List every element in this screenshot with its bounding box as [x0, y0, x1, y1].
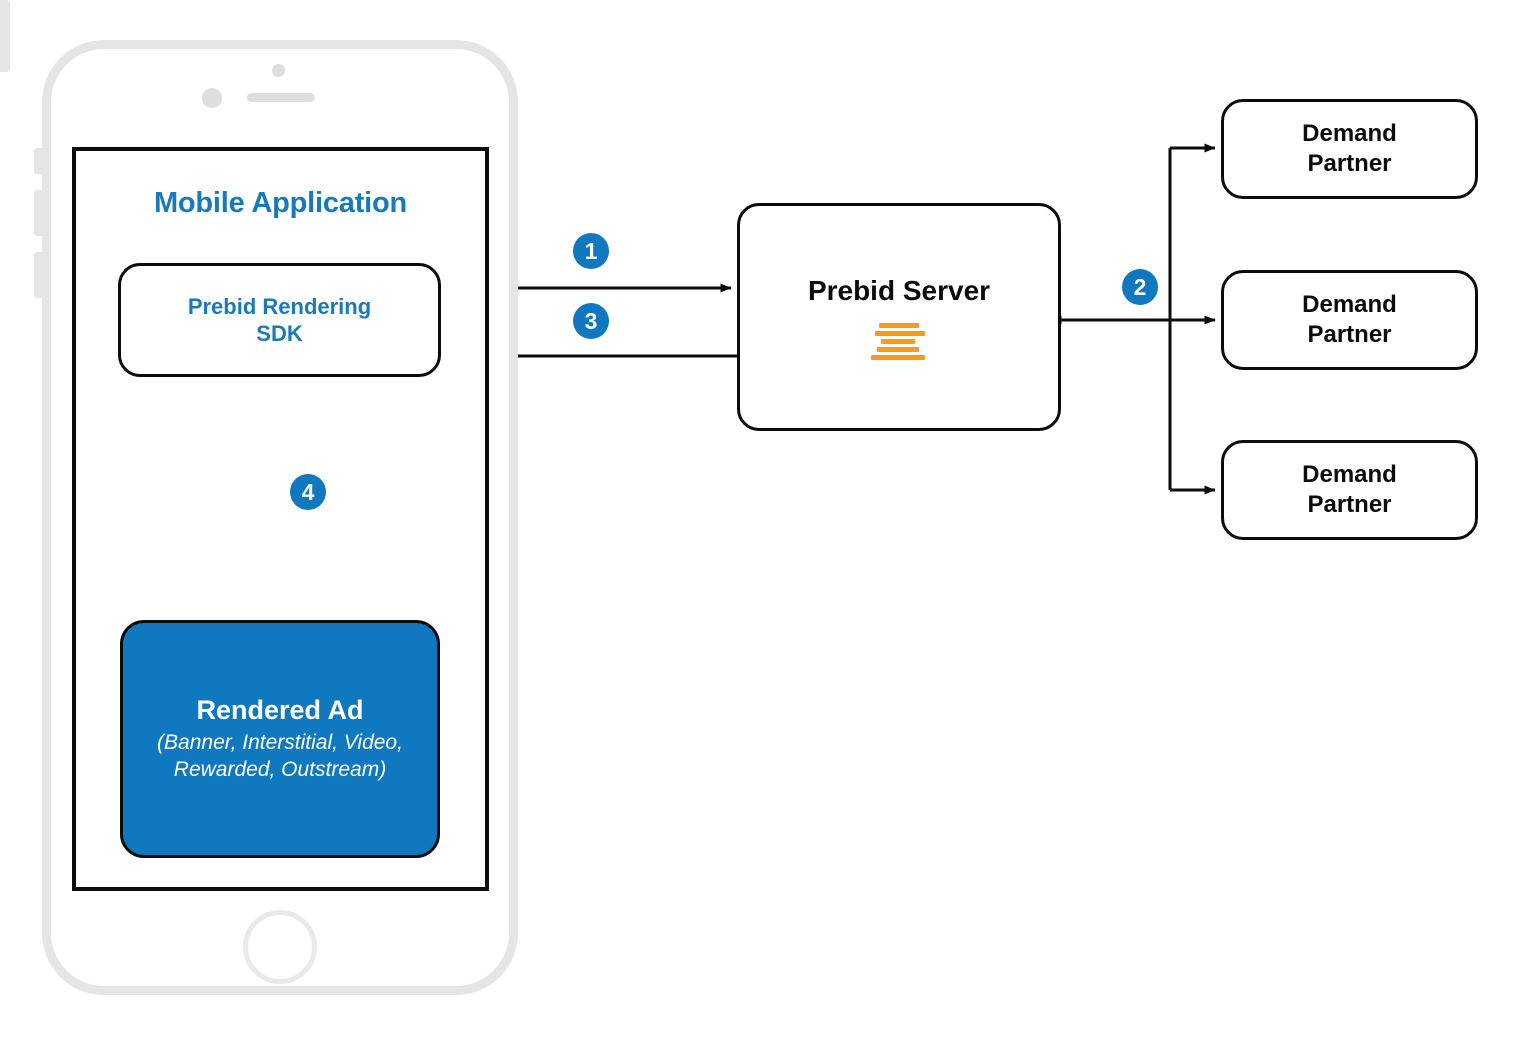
prebid-logo-bar-4	[877, 346, 919, 352]
demand-partner-node-1[interactable]: Demand Partner	[1221, 99, 1478, 199]
sdk-label-line-2: SDK	[256, 321, 303, 346]
demand-partner-1-line-2: Partner	[1307, 150, 1392, 177]
prebid-logo-bar-1	[879, 322, 919, 328]
proximity-sensor-icon	[272, 64, 285, 77]
mobile-application-title: Mobile Application	[153, 187, 408, 219]
prebid-logo-bar-2	[875, 330, 925, 336]
demand-partner-3-line-2: Partner	[1307, 491, 1392, 518]
prebid-logo-icon	[871, 322, 927, 360]
rendered-ad-title: Rendered Ad	[196, 695, 364, 726]
step-badge-4: 4	[290, 474, 326, 510]
prebid-server-node[interactable]: Prebid Server	[737, 203, 1061, 431]
prebid-rendering-sdk-node[interactable]: Prebid Rendering SDK	[118, 263, 441, 377]
front-camera-icon	[202, 88, 222, 108]
step-badge-2: 2	[1122, 269, 1158, 305]
demand-partner-1-line-1: Demand	[1302, 120, 1397, 148]
arrow-step-2	[1050, 143, 1216, 495]
phone-power-button[interactable]	[0, 0, 10, 72]
phone-volume-up-button[interactable]	[34, 190, 44, 236]
demand-partner-2-line-1: Demand	[1302, 291, 1397, 319]
prebid-server-label: Prebid Server	[807, 274, 991, 306]
demand-partner-2-line-2: Partner	[1307, 321, 1392, 348]
phone-mute-switch[interactable]	[34, 148, 44, 174]
prebid-logo-bar-3	[881, 338, 915, 344]
home-button-icon[interactable]	[243, 910, 317, 984]
rendered-ad-node[interactable]: Rendered Ad (Banner, Interstitial, Video…	[120, 620, 440, 858]
rendered-ad-subtitle-line-2: Rewarded, Outstream)	[173, 757, 387, 781]
sdk-label-line-1: Prebid Rendering	[187, 293, 372, 319]
prebid-logo-bar-5	[871, 354, 925, 360]
step-badge-3: 3	[573, 303, 609, 339]
rendered-ad-subtitle-line-1: (Banner, Interstitial, Video,	[157, 731, 403, 755]
demand-partner-node-3[interactable]: Demand Partner	[1221, 440, 1478, 540]
demand-partner-node-2[interactable]: Demand Partner	[1221, 270, 1478, 370]
earpiece-speaker-icon	[247, 93, 315, 102]
demand-partner-3-line-1: Demand	[1302, 461, 1397, 489]
phone-volume-down-button[interactable]	[34, 252, 44, 298]
step-badge-1: 1	[573, 233, 609, 269]
